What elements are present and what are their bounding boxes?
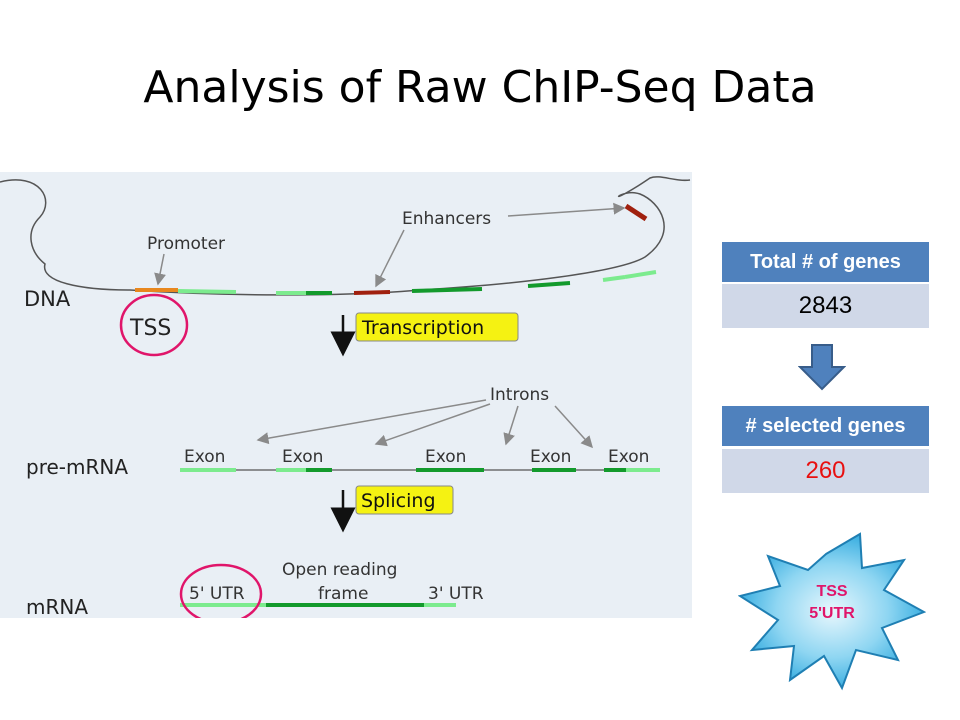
enhancer-arrow-distal: [507, 202, 626, 217]
utr3-label: 3' UTR: [428, 584, 484, 604]
enhancer-segment-distal: [624, 203, 648, 222]
selected-genes-value: 260: [722, 449, 929, 493]
dna-exon: [527, 281, 571, 288]
intron-arrow-4: [554, 405, 594, 449]
dna-exon: [602, 275, 626, 282]
badge-line2: 5'UTR: [809, 605, 855, 622]
exon-label-3: Exon: [425, 447, 466, 467]
intron-arrow-2: [374, 403, 491, 447]
utr5-highlight-circle: [179, 563, 263, 618]
pre-mrna-label: pre-mRNA: [26, 455, 128, 479]
tss-highlight-circle: [119, 293, 189, 357]
promoter-arrow: [154, 253, 166, 286]
orf-label-line1: Open reading: [282, 560, 397, 580]
splicing-box: [355, 485, 454, 515]
exon-label-4: Exon: [530, 447, 571, 467]
total-genes-header: Total # of genes: [722, 242, 929, 282]
total-genes-value: 2843: [722, 284, 929, 328]
dna-exon: [624, 270, 657, 279]
intron-arrow-3: [503, 405, 519, 446]
exon-label-5: Exon: [608, 447, 649, 467]
dna-exon: [411, 287, 483, 293]
intron-arrow-1: [256, 399, 487, 445]
promoter-label: Promoter: [147, 234, 225, 254]
mrna-label: mRNA: [26, 595, 88, 618]
splicing-label: Splicing: [361, 490, 436, 512]
starburst-shape: [738, 532, 926, 691]
tss-utr-starburst-badge: TSS 5'UTR: [738, 532, 926, 691]
dna-strand: [0, 176, 691, 296]
enhancer-segment: [353, 290, 391, 295]
badge-line1: TSS: [816, 583, 847, 600]
enhancers-label: Enhancers: [402, 209, 491, 229]
transcription-box: [355, 312, 519, 342]
dna-exon: [177, 289, 237, 294]
orf-label-line2: frame: [318, 584, 368, 604]
transcription-label: Transcription: [361, 317, 484, 339]
gene-expression-diagram: DNA Promoter Enhancers TSS Transcription…: [0, 172, 692, 618]
enhancer-arrow-proximal: [375, 229, 405, 288]
selected-genes-header: # selected genes: [722, 406, 929, 446]
exon-label-2: Exon: [282, 447, 323, 467]
dna-label: DNA: [24, 287, 71, 311]
tss-label: TSS: [129, 316, 171, 341]
slide-title: Analysis of Raw ChIP-Seq Data: [143, 62, 817, 113]
down-arrow-icon: [798, 344, 846, 391]
diagram-svg: DNA Promoter Enhancers TSS Transcription…: [0, 176, 691, 618]
utr5-label: 5' UTR: [189, 584, 245, 604]
introns-label: Introns: [490, 385, 549, 405]
exon-label-1: Exon: [184, 447, 225, 467]
